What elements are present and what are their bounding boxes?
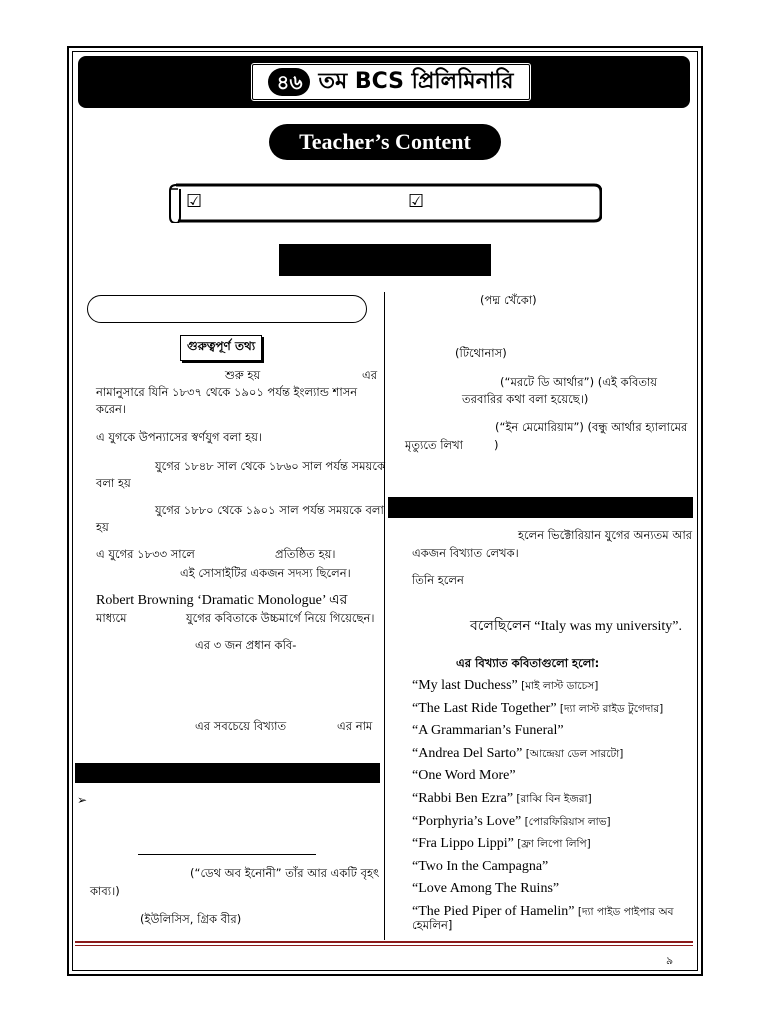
poem-item: “The Last Ride Together” [দ্যা লাস্ট রাই… [412, 698, 694, 721]
text-line: বলেছিলেন “Italy was my university”. [470, 619, 682, 634]
page-number: ৯ [666, 954, 674, 967]
poem-title: “The Last Ride Together” [412, 700, 557, 716]
page-frame-outer [67, 46, 703, 976]
text-line: (পদ্ম খেঁকো) [480, 293, 537, 307]
topic-box [87, 295, 367, 323]
poem-title: “Andrea Del Sarto” [412, 745, 523, 761]
teacher-content-label: Teacher’s Content [269, 124, 501, 160]
text-line: এর নাম [337, 719, 373, 733]
poem-item: “Fra Lippo Lippi” [ফ্রা লিপো লিপি] [412, 833, 694, 856]
poem-transliteration: [দ্যা পাইড পাইপার অব [574, 905, 674, 918]
poem-title: “A Grammarian’s Funeral” [412, 723, 564, 739]
poem-title: “Porphyria’s Love” [412, 813, 522, 829]
text-line: ) [494, 438, 499, 452]
poem-item: “Two In the Campagna” [412, 856, 694, 879]
text-line: প্রতিষ্ঠিত হয়। [275, 547, 336, 561]
poem-title: “One Word More” [412, 768, 516, 784]
text-line: এ যুগের ১৮৩৩ সালে [96, 547, 195, 561]
text-line: যুগের ১৮৮০ থেকে ১৯০১ সাল পর্যন্ত সময়কে … [155, 503, 384, 517]
poem-title: “Rabbi Ben Ezra” [412, 790, 514, 806]
poem-title: “My last Duchess” [412, 678, 518, 693]
text-line: এ যুগকে উপন্যাসের স্বর্ণযুগ বলা হয়। [96, 430, 263, 444]
poem-list: “My last Duchess” [মাই লাস্ট ডাচেস]“The … [412, 675, 694, 924]
poem-item: “My last Duchess” [মাই লাস্ট ডাচেস] [412, 675, 694, 698]
scroll-banner: ☑ ☑ [168, 179, 602, 223]
text-line: করেন। [96, 402, 126, 416]
text-line: হেমলিন] [412, 918, 453, 932]
poem-item: “Andrea Del Sarto” [আন্দ্রেয়া ডেল সারটো… [412, 743, 694, 766]
text-line: কাব্য।) [90, 884, 120, 898]
text-line: হয় [96, 520, 109, 534]
footer-rule [75, 941, 693, 943]
text-line: (“ডেথ অব ইনোনী” তাঁর আর একটি বৃহৎ [190, 866, 380, 880]
poem-title: “The Pied Piper of Hamelin” [412, 903, 575, 919]
title-text: তম BCS প্রিলিমিনারি [318, 68, 514, 94]
underline-blank [138, 854, 316, 855]
poem-transliteration: [ফ্রা লিপো লিপি] [513, 838, 591, 851]
text-line: এর সবচেয়ে বিখ্যাত [195, 719, 287, 733]
column-divider [384, 292, 385, 940]
text-line: মাধ্যমে [96, 611, 127, 625]
poem-transliteration: [রাব্বি বিন ইজরা] [513, 792, 592, 805]
poem-item: “Porphyria’s Love” [পোরফিরিয়াস লাভ] [412, 811, 694, 834]
text-line: এর ৩ জন প্রধান কবি- [195, 638, 297, 652]
poem-transliteration: [মাই লাস্ট ডাচেস] [517, 680, 599, 692]
text-line: Robert Browning ‘Dramatic Monologue’ এর [96, 593, 348, 608]
page-frame-inner [72, 51, 698, 971]
text-line: (“ইন মেমোরিয়াম”) (বন্ধু আর্থার হ্যালামে… [495, 420, 688, 434]
poem-item: “The Pied Piper of Hamelin” [দ্যা পাইড প… [412, 901, 694, 924]
text-line: এর [362, 368, 378, 382]
footer-rule [75, 945, 693, 946]
text-line: (ইউলিসিস, গ্রিক বীর) [140, 912, 242, 926]
section-heading-bar [75, 763, 380, 783]
text-line: একজন বিখ্যাত লেখক। [412, 546, 519, 560]
text-line: যুগের কবিতাকে উচ্চমার্গে নিয়ে গিয়েছেন। [186, 611, 375, 625]
poem-title: “Two In the Campagna” [412, 858, 549, 874]
poems-heading: এর বিখ্যাত কবিতাগুলো হলো: [456, 656, 600, 670]
text-line: শুরু হয় [225, 368, 261, 382]
checkbox-icon: ☑ [186, 191, 203, 212]
poem-title: “Love Among The Ruins” [412, 881, 560, 897]
section-heading-bar [279, 244, 491, 276]
text-line: এই সোসাইটির একজন সদস্য ছিলেন। [180, 566, 351, 580]
poem-transliteration: [দ্যা লাস্ট রাইড টুগেদার] [556, 702, 664, 715]
text-line: (টিথোনাস) [455, 346, 507, 360]
text-line: হলেন ভিক্টোরিয়ান যুগের অন্যতম আর [518, 528, 693, 542]
text-line: নামানুসারে যিনি ১৮৩৭ থেকে ১৯০১ পর্যন্ত ই… [96, 385, 358, 399]
arrow-bullet-icon: ➢ [77, 793, 88, 807]
text-line: তরবারির কথা বলা হয়েছে।) [462, 392, 589, 406]
poem-title: “Fra Lippo Lippi” [412, 836, 514, 852]
text-line: (“মরটে ডি আর্থার”) (এই কবিতায় [500, 375, 658, 389]
text-line: তিনি হলেন [412, 573, 464, 587]
text-line: যুগের ১৮৪৮ সাল থেকে ১৮৬০ সাল পর্যন্ত সময… [155, 459, 385, 473]
bcs-number-badge: ৪৬ [268, 68, 311, 96]
poem-transliteration: [আন্দ্রেয়া ডেল সারটো] [522, 747, 624, 760]
poem-item: “A Grammarian’s Funeral” [412, 720, 694, 743]
important-info-label: গুরুত্বপূর্ণ তথ্য [180, 335, 263, 361]
section-heading-bar [388, 497, 693, 518]
text-line: বলা হয় [96, 476, 131, 490]
poem-item: “Rabbi Ben Ezra” [রাব্বি বিন ইজরা] [412, 788, 694, 811]
poem-item: “One Word More” [412, 765, 694, 788]
poem-transliteration: [পোরফিরিয়াস লাভ] [521, 815, 611, 828]
poem-item: “Love Among The Ruins” [412, 878, 694, 901]
checkbox-icon: ☑ [408, 191, 425, 212]
text-line: মৃত্যুতে লিখা [405, 438, 464, 452]
title-box: ৪৬ তম BCS প্রিলিমিনারি [250, 62, 532, 102]
